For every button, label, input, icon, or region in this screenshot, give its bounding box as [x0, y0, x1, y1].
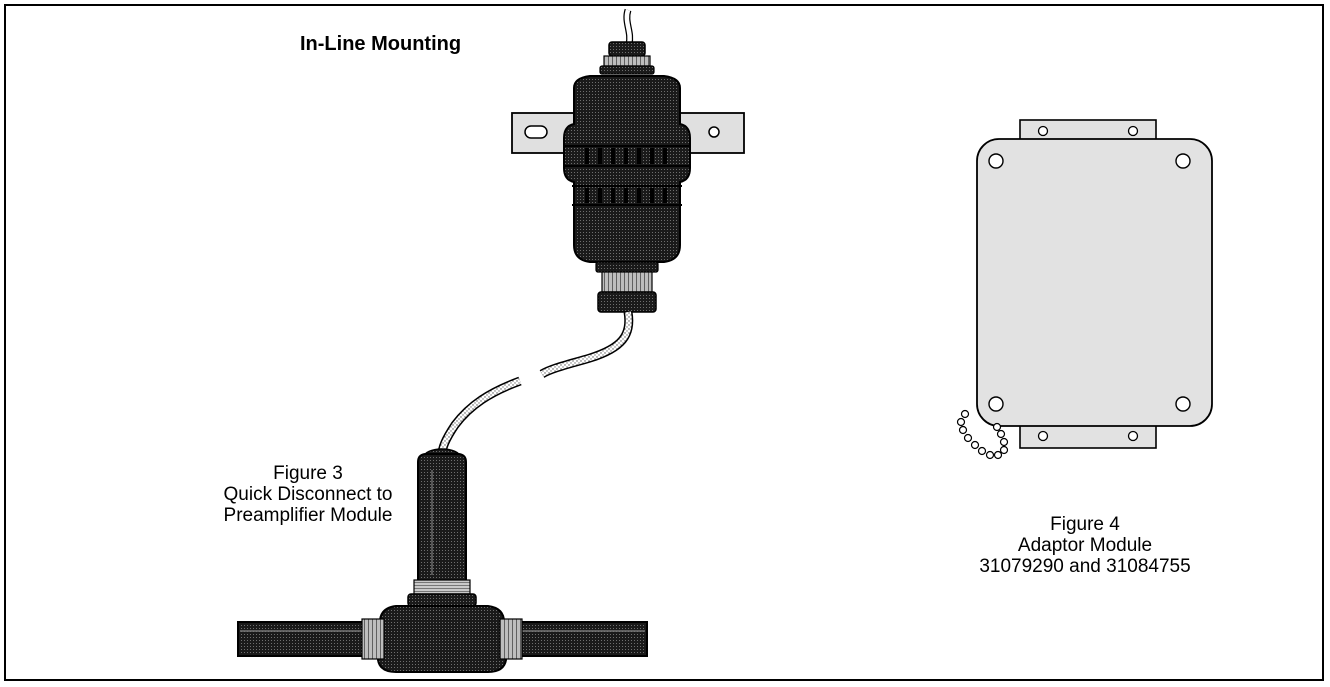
disconnect-thread: [413, 579, 471, 595]
pipe-right-thread: [499, 618, 523, 660]
pipe-right: [514, 621, 648, 657]
pipe-tee: [376, 605, 508, 673]
pipe-left: [237, 621, 371, 657]
bottom-nut: [597, 291, 657, 313]
figure-3-caption: Figure 3 Quick Disconnect to Preamplifie…: [188, 463, 428, 526]
inline-mount-assembly: [511, 8, 745, 378]
figure-4-number: Figure 4: [1050, 514, 1120, 535]
top-thread: [603, 55, 651, 67]
quick-disconnect-assembly: [237, 376, 648, 673]
figure-4-caption: Figure 4 Adaptor Module 31079290 and 310…: [935, 514, 1235, 577]
adaptor-module: [956, 119, 1213, 460]
figure-3-desc-line2: Preamplifier Module: [223, 505, 393, 526]
adaptor-plate: [976, 138, 1213, 427]
bottom-thread: [601, 271, 653, 293]
pipe-left-thread: [361, 618, 385, 660]
diagram-title: In-Line Mounting: [300, 33, 462, 55]
lower-cable: [437, 376, 522, 456]
main-body: [563, 75, 691, 263]
disconnect-body: [417, 453, 467, 585]
figure-3-number: Figure 3: [273, 463, 343, 484]
figure-4-desc-line1: Adaptor Module: [1017, 535, 1153, 556]
top-nut: [608, 41, 646, 57]
figure-3-desc-line1: Quick Disconnect to: [223, 484, 393, 505]
bracket-hole: [708, 126, 720, 138]
adaptor-chain: [956, 409, 1009, 460]
figure-4-part-numbers: 31079290 and 31084755: [979, 556, 1191, 577]
bracket-slot: [524, 125, 548, 139]
